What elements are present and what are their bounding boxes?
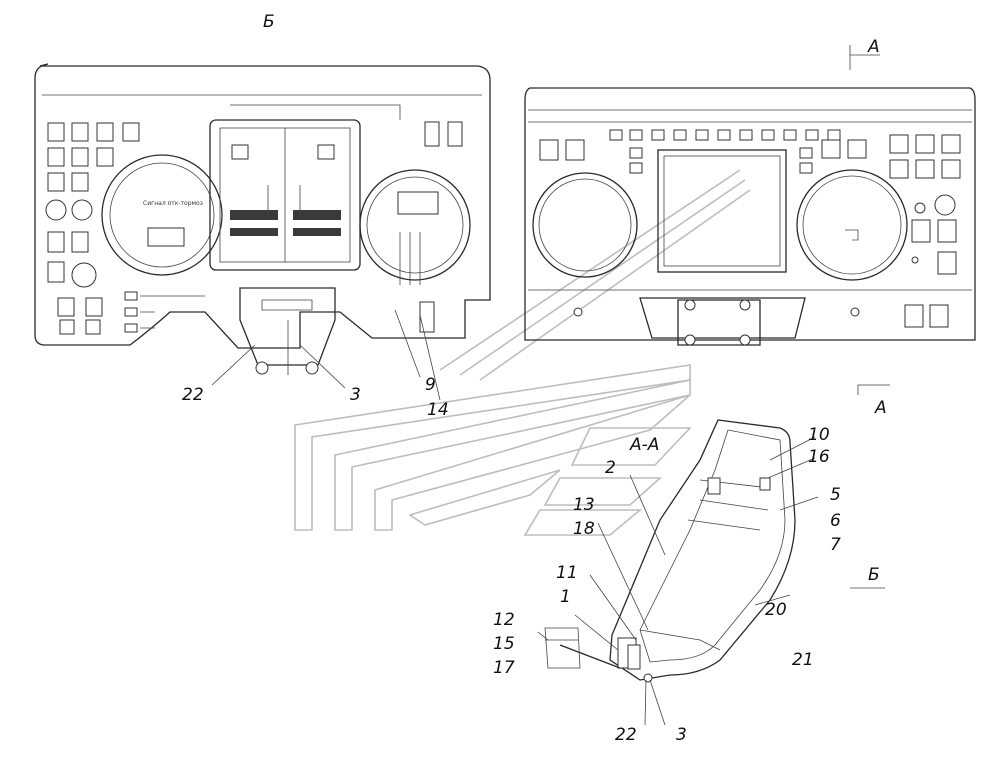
fuse-block-left — [45, 122, 205, 335]
callout-13: 13 — [573, 495, 595, 515]
label-section-a-bottom: А — [874, 398, 887, 418]
center-display — [657, 149, 787, 273]
callout-12: 12 — [493, 610, 515, 630]
watermark-logo — [294, 169, 751, 536]
mount-bracket-rear — [239, 287, 336, 366]
indicator-row — [609, 129, 841, 141]
callout-16: 16 — [808, 447, 830, 467]
section-a-a — [537, 419, 885, 726]
callout-9: 9 — [425, 375, 436, 395]
callout-1: 1 — [560, 587, 571, 607]
callout-7: 7 — [830, 535, 841, 555]
panel-small-text: Сигнал отк-тормоз — [143, 200, 203, 207]
callout-17: 17 — [493, 658, 515, 678]
callout-15: 15 — [493, 634, 515, 654]
callout-3-rear: 3 — [350, 385, 361, 405]
callout-11: 11 — [556, 563, 578, 583]
central-module — [209, 104, 401, 271]
switch-cluster-right — [821, 134, 961, 328]
callout-18: 18 — [573, 519, 595, 539]
label-section-a-top: А — [867, 37, 880, 57]
label-arrow-b: Б — [868, 565, 880, 585]
left-gauge-front — [532, 172, 638, 278]
rear-view-b: Сигнал отк-тормоз — [34, 63, 491, 401]
left-gauge-rear — [101, 154, 223, 276]
callout-14: 14 — [427, 400, 449, 420]
mount-bracket-front — [639, 297, 806, 339]
callout-10: 10 — [808, 425, 830, 445]
callout-2: 2 — [605, 458, 616, 478]
callout-3-section: 3 — [676, 725, 687, 745]
callout-22-section: 22 — [615, 725, 637, 745]
right-gauge-rear — [359, 169, 471, 281]
callout-22-rear: 22 — [182, 385, 204, 405]
callout-20: 20 — [765, 600, 787, 620]
front-view — [524, 45, 976, 395]
callout-5: 5 — [830, 485, 841, 505]
callout-21: 21 — [792, 650, 814, 670]
label-section-aa: А-А — [629, 435, 659, 455]
label-view-b: Б — [263, 12, 275, 32]
right-gauge-front — [796, 169, 908, 281]
callout-6: 6 — [830, 511, 841, 531]
